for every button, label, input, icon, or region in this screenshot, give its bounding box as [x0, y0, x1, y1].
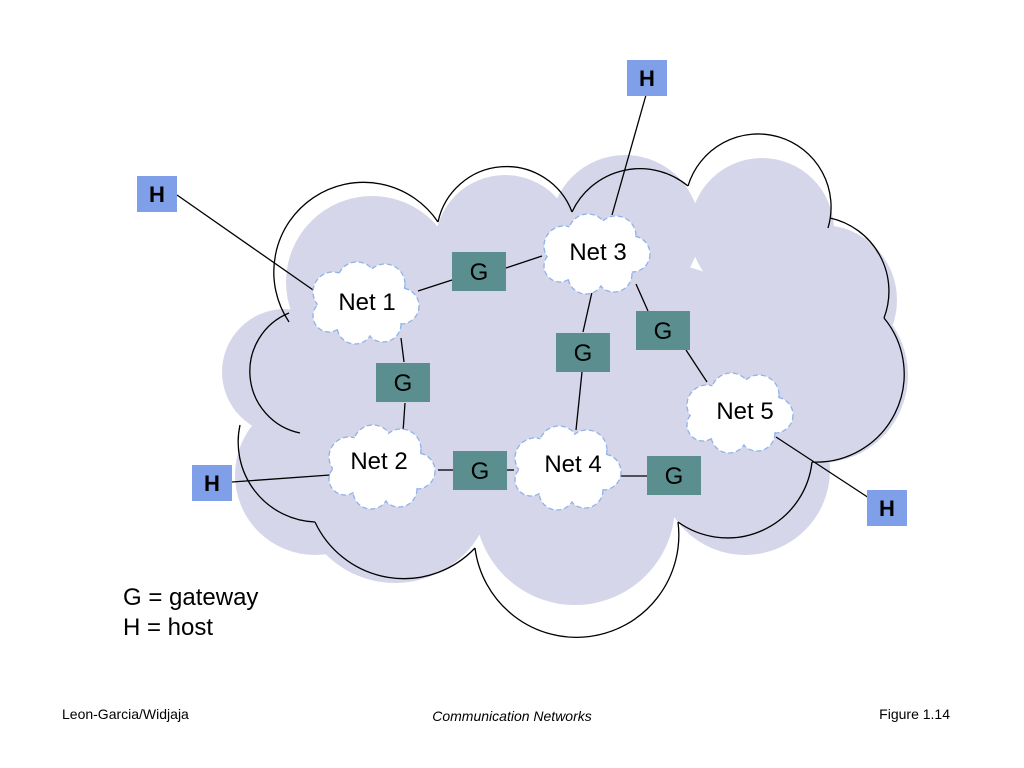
net-cloud-2: Net 2 — [328, 424, 436, 510]
host-label: H — [149, 182, 165, 207]
gateway-net3-net4: G — [556, 333, 610, 372]
net-cloud-3: Net 3 — [543, 213, 651, 295]
gateway-box — [647, 456, 701, 495]
gateway-label: G — [654, 318, 673, 345]
internet-cloud — [222, 133, 908, 638]
gateway-box — [376, 363, 430, 402]
legend-host: H = host — [123, 614, 214, 641]
link-g34-net4 — [575, 371, 583, 431]
host-label: H — [879, 496, 895, 521]
gateway-box — [452, 252, 506, 291]
gateway-label: G — [574, 340, 593, 367]
host-net1: H — [137, 176, 177, 212]
host-box — [192, 465, 232, 501]
net-cloud-1: Net 1 — [312, 261, 420, 345]
link-net5-h5 — [775, 436, 870, 499]
net-label-4: Net 4 — [544, 451, 601, 478]
hosts: H H H H — [137, 60, 907, 526]
net-label-2: Net 2 — [350, 448, 407, 475]
link-g35-net5 — [685, 349, 708, 383]
footer-book-title: Communication Networks — [432, 708, 592, 724]
host-net2: H — [192, 465, 232, 501]
link-net1-g13 — [417, 279, 453, 292]
link-net1-g12 — [400, 337, 405, 363]
gateway-net2-net4: G — [453, 451, 507, 490]
net-cloud-5: Net 5 — [686, 372, 794, 454]
gateway-label: G — [665, 463, 684, 490]
gateways: G G G G G G — [376, 252, 701, 495]
host-box — [627, 60, 667, 96]
link-g12-net2 — [402, 402, 406, 433]
gateway-net4-external: G — [647, 456, 701, 495]
gateway-net3-net5: G — [636, 311, 690, 350]
host-label: H — [639, 66, 655, 91]
net-label-1: Net 1 — [338, 289, 395, 316]
legend-gateway: G = gateway — [123, 584, 259, 611]
link-net3-g35 — [635, 283, 649, 312]
link-g13-net3 — [505, 255, 543, 269]
link-h2-net2 — [231, 474, 331, 483]
gateway-label: G — [394, 370, 413, 397]
net-cloud-4: Net 4 — [514, 425, 622, 511]
links — [176, 94, 870, 499]
host-label: H — [204, 471, 220, 496]
gateway-box — [453, 451, 507, 490]
gateway-net1-net3: G — [452, 252, 506, 291]
legend: G = gateway H = host — [123, 583, 258, 643]
footer-figure-number: Figure 1.14 — [879, 706, 950, 722]
network-clouds: Net 1 Net 2 — [312, 213, 794, 511]
host-box — [137, 176, 177, 212]
net-label-3: Net 3 — [569, 239, 626, 266]
link-h3-net3 — [611, 94, 647, 216]
link-net3-g34 — [582, 291, 593, 333]
footer-authors: Leon-Garcia/Widjaja — [62, 706, 189, 722]
gateway-net1-net2: G — [376, 363, 430, 402]
host-net5: H — [867, 490, 907, 526]
host-box — [867, 490, 907, 526]
gateway-box — [556, 333, 610, 372]
gateway-label: G — [471, 458, 490, 485]
host-net3: H — [627, 60, 667, 96]
link-h1-net1 — [176, 194, 317, 293]
gateway-label: G — [470, 259, 489, 286]
net-label-5: Net 5 — [716, 398, 773, 425]
gateway-box — [636, 311, 690, 350]
